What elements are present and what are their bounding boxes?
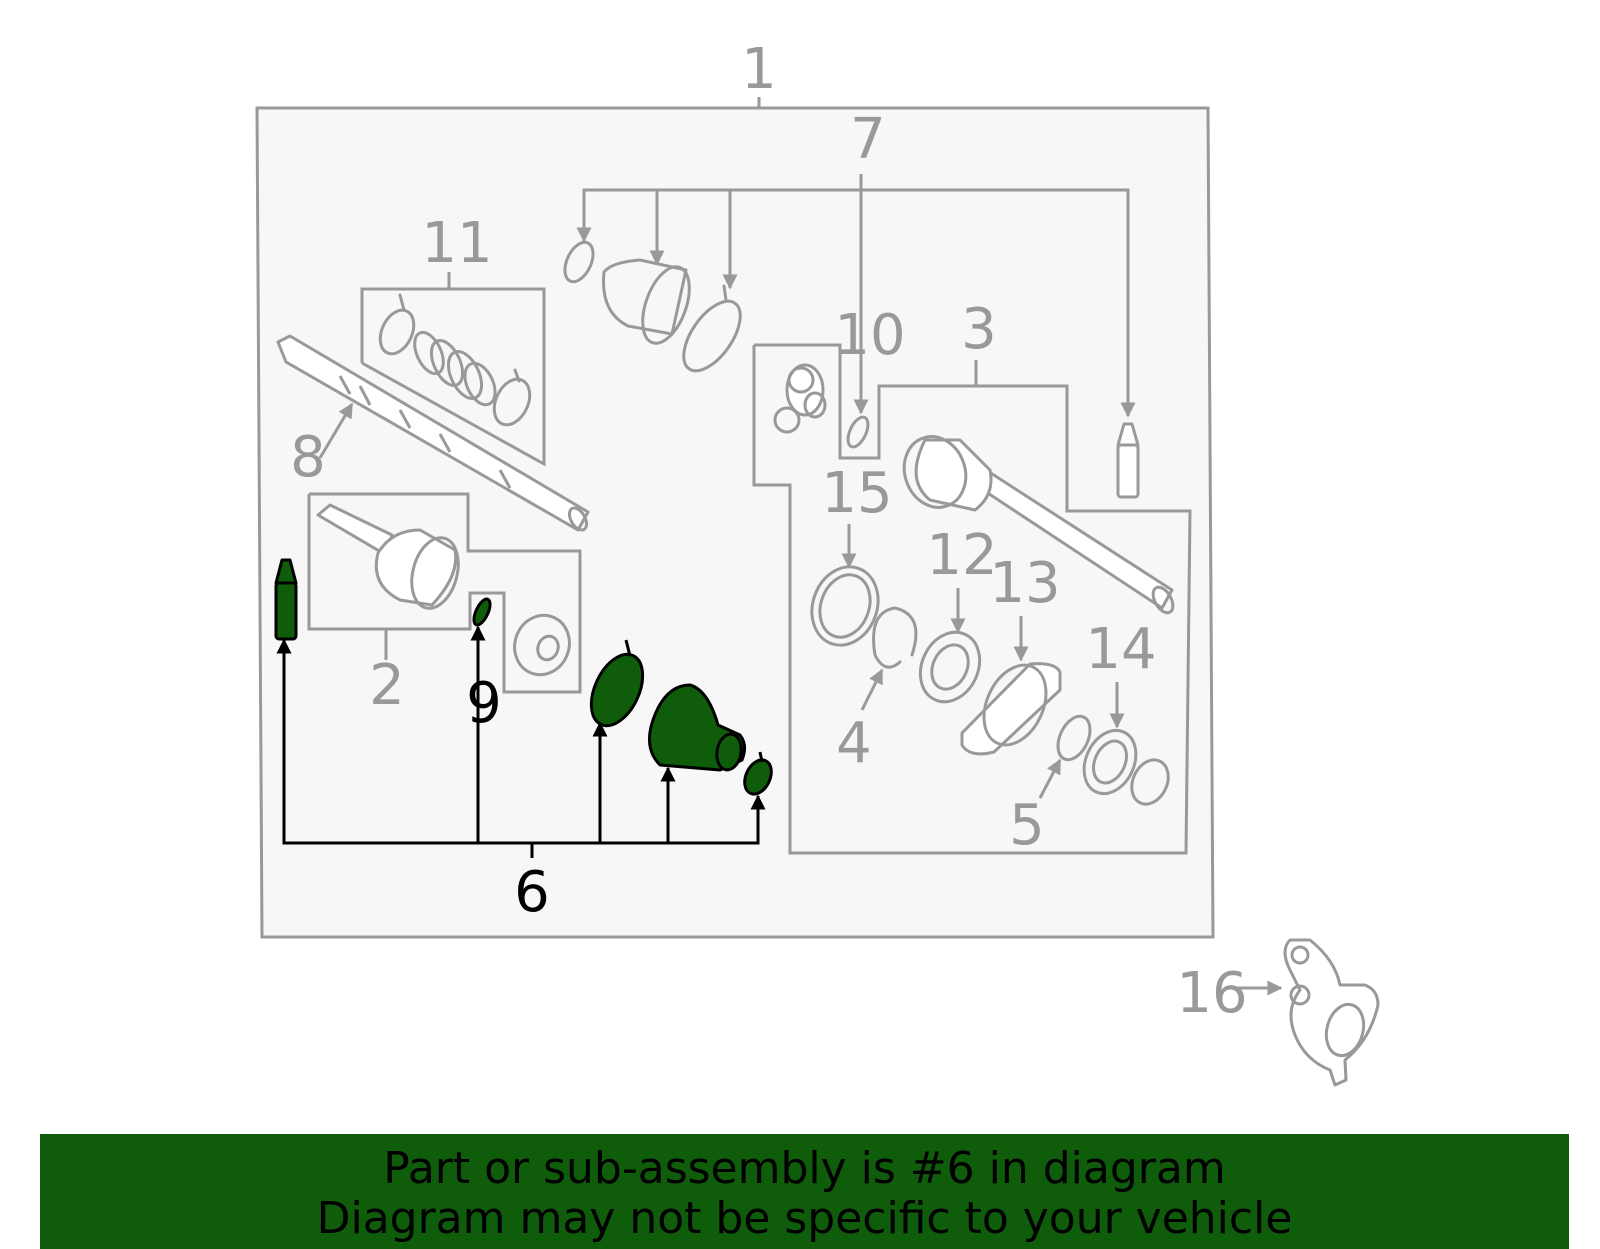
callout-15: 15 [821, 461, 892, 526]
callout-6-leaders [276, 625, 766, 858]
callout-3: 3 [961, 297, 997, 362]
callout-9: 9 [466, 671, 502, 736]
grease-tube-7 [1116, 422, 1140, 499]
outer-joint-box [307, 492, 582, 694]
grease-tube-6 [274, 558, 298, 641]
callout-5: 5 [1009, 793, 1045, 858]
boot-kit-7 [563, 240, 742, 373]
callout-12: 12 [926, 523, 997, 588]
snap-ring-5 [1056, 714, 1092, 762]
boot-kit-11 [360, 272, 546, 467]
cage-2 [513, 613, 571, 677]
callout-6: 6 [514, 860, 550, 925]
callout-13: 13 [989, 551, 1060, 616]
tripod-joint [773, 363, 827, 434]
callout-10: 10 [834, 303, 905, 368]
snap-ring-10 [846, 415, 870, 449]
bearing-housing-13 [960, 662, 1062, 756]
boot-6 [648, 683, 747, 772]
callout-16: 16 [1176, 961, 1247, 1026]
callout-4: 4 [836, 711, 872, 776]
inner-joint-3 [902, 435, 1175, 615]
shaft-8 [276, 334, 590, 532]
snap-ring-4 [872, 606, 918, 669]
callout-1: 1 [741, 37, 777, 102]
banner-line-1: Part or sub-assembly is #6 in diagram [383, 1143, 1226, 1194]
knuckle-16 [1283, 938, 1380, 1087]
info-banner: Part or sub-assembly is #6 in diagram Di… [40, 1134, 1569, 1249]
washer-14 [1082, 728, 1170, 806]
banner-line-2: Diagram may not be specific to your vehi… [316, 1193, 1293, 1244]
callout-7-leaders [576, 174, 1136, 418]
bearing-12 [918, 630, 982, 704]
inner-joint-box [752, 343, 1192, 855]
outer-joint-2 [316, 503, 460, 610]
callout-14: 14 [1085, 617, 1156, 682]
callout-2: 2 [369, 653, 405, 718]
snap-ring-9 [472, 597, 492, 627]
callout-11: 11 [421, 211, 492, 276]
callout-7: 7 [850, 107, 886, 172]
seal-15 [810, 565, 880, 647]
boot-band-small-6 [743, 751, 773, 796]
